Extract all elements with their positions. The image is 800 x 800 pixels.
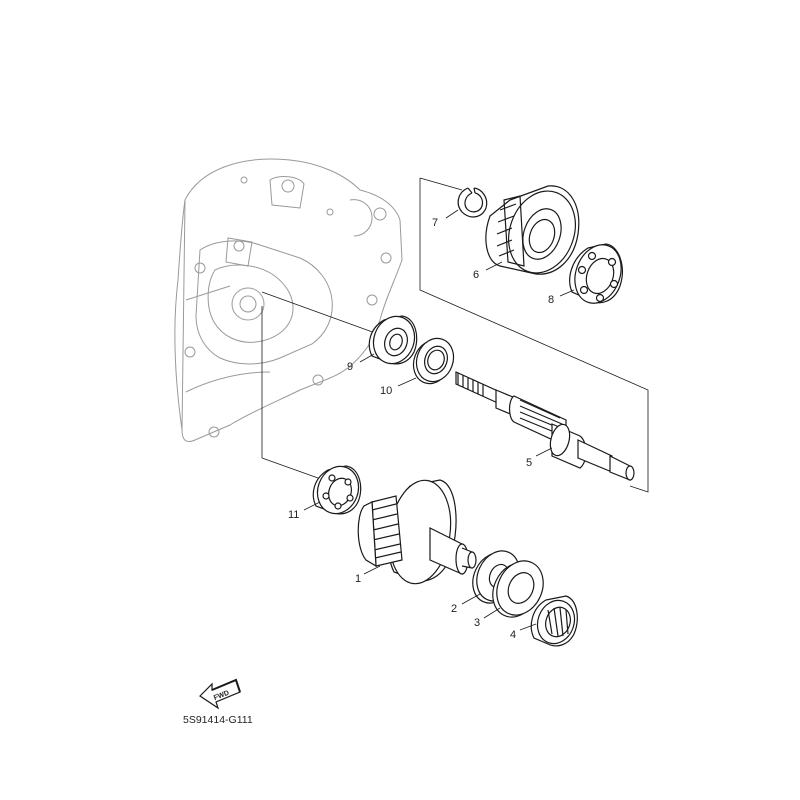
part-labels: 7 6 8 9 10 5 11 1 2 3 4 (288, 217, 554, 641)
label-part-2: 2 (451, 603, 457, 615)
label-part-6: 6 (473, 269, 479, 281)
label-part-10: 10 (380, 385, 392, 397)
part-6-gear (485, 185, 580, 275)
label-part-11: 11 (288, 509, 299, 521)
leader-lines (261, 177, 649, 493)
part-11-bearing (312, 465, 362, 515)
fwd-arrow-icon: FWD (199, 678, 241, 710)
label-part-8: 8 (548, 294, 554, 306)
part-7-circlip (457, 187, 488, 218)
label-part-1: 1 (355, 573, 361, 585)
part-4-needle-bearing (530, 595, 578, 647)
label-part-3: 3 (474, 617, 480, 629)
diagram-code: 5S91414-G111 (183, 714, 253, 726)
label-part-5: 5 (526, 457, 532, 469)
label-part-7: 7 (432, 217, 438, 229)
part-1-gear (357, 479, 477, 585)
part-3-washer (492, 560, 544, 618)
part-8-bearing (569, 243, 623, 304)
label-part-9: 9 (347, 361, 353, 373)
part-5-shaft (455, 371, 635, 481)
part-9-bearing (368, 315, 418, 365)
label-ticks (303, 209, 575, 631)
crankcase-outline (174, 158, 403, 443)
label-part-4: 4 (510, 629, 516, 641)
part-10-oil-seal (412, 337, 455, 385)
